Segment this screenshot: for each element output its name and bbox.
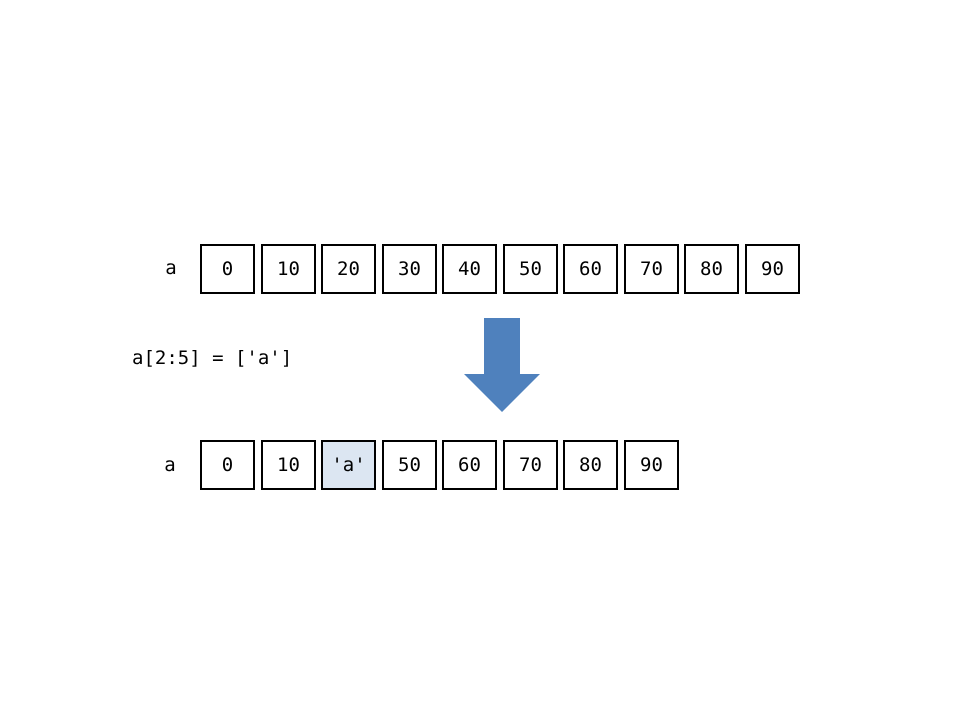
before-cell-3: 30 bbox=[382, 244, 437, 294]
after-cell-6: 80 bbox=[563, 440, 618, 490]
after-cell-5: 70 bbox=[503, 440, 558, 490]
before-cell-7: 70 bbox=[624, 244, 679, 294]
after-cell-1: 10 bbox=[261, 440, 316, 490]
before-cell-1: 10 bbox=[261, 244, 316, 294]
before-cell-0: 0 bbox=[200, 244, 255, 294]
after-cell-7: 90 bbox=[624, 440, 679, 490]
after-cell-3: 50 bbox=[382, 440, 437, 490]
after-cell-0: 0 bbox=[200, 440, 255, 490]
slice-assignment-code: a[2:5] = ['a'] bbox=[132, 347, 293, 369]
before-cell-8: 80 bbox=[684, 244, 739, 294]
after-cell-4: 60 bbox=[442, 440, 497, 490]
after-cell-2: 'a' bbox=[321, 440, 376, 490]
down-arrow-icon bbox=[464, 318, 540, 412]
before-cell-2: 20 bbox=[321, 244, 376, 294]
array-label-after: a bbox=[164, 454, 176, 476]
array-label-before: a bbox=[165, 257, 177, 279]
before-cell-4: 40 bbox=[442, 244, 497, 294]
before-cell-5: 50 bbox=[503, 244, 558, 294]
before-cell-6: 60 bbox=[563, 244, 618, 294]
before-cell-9: 90 bbox=[745, 244, 800, 294]
